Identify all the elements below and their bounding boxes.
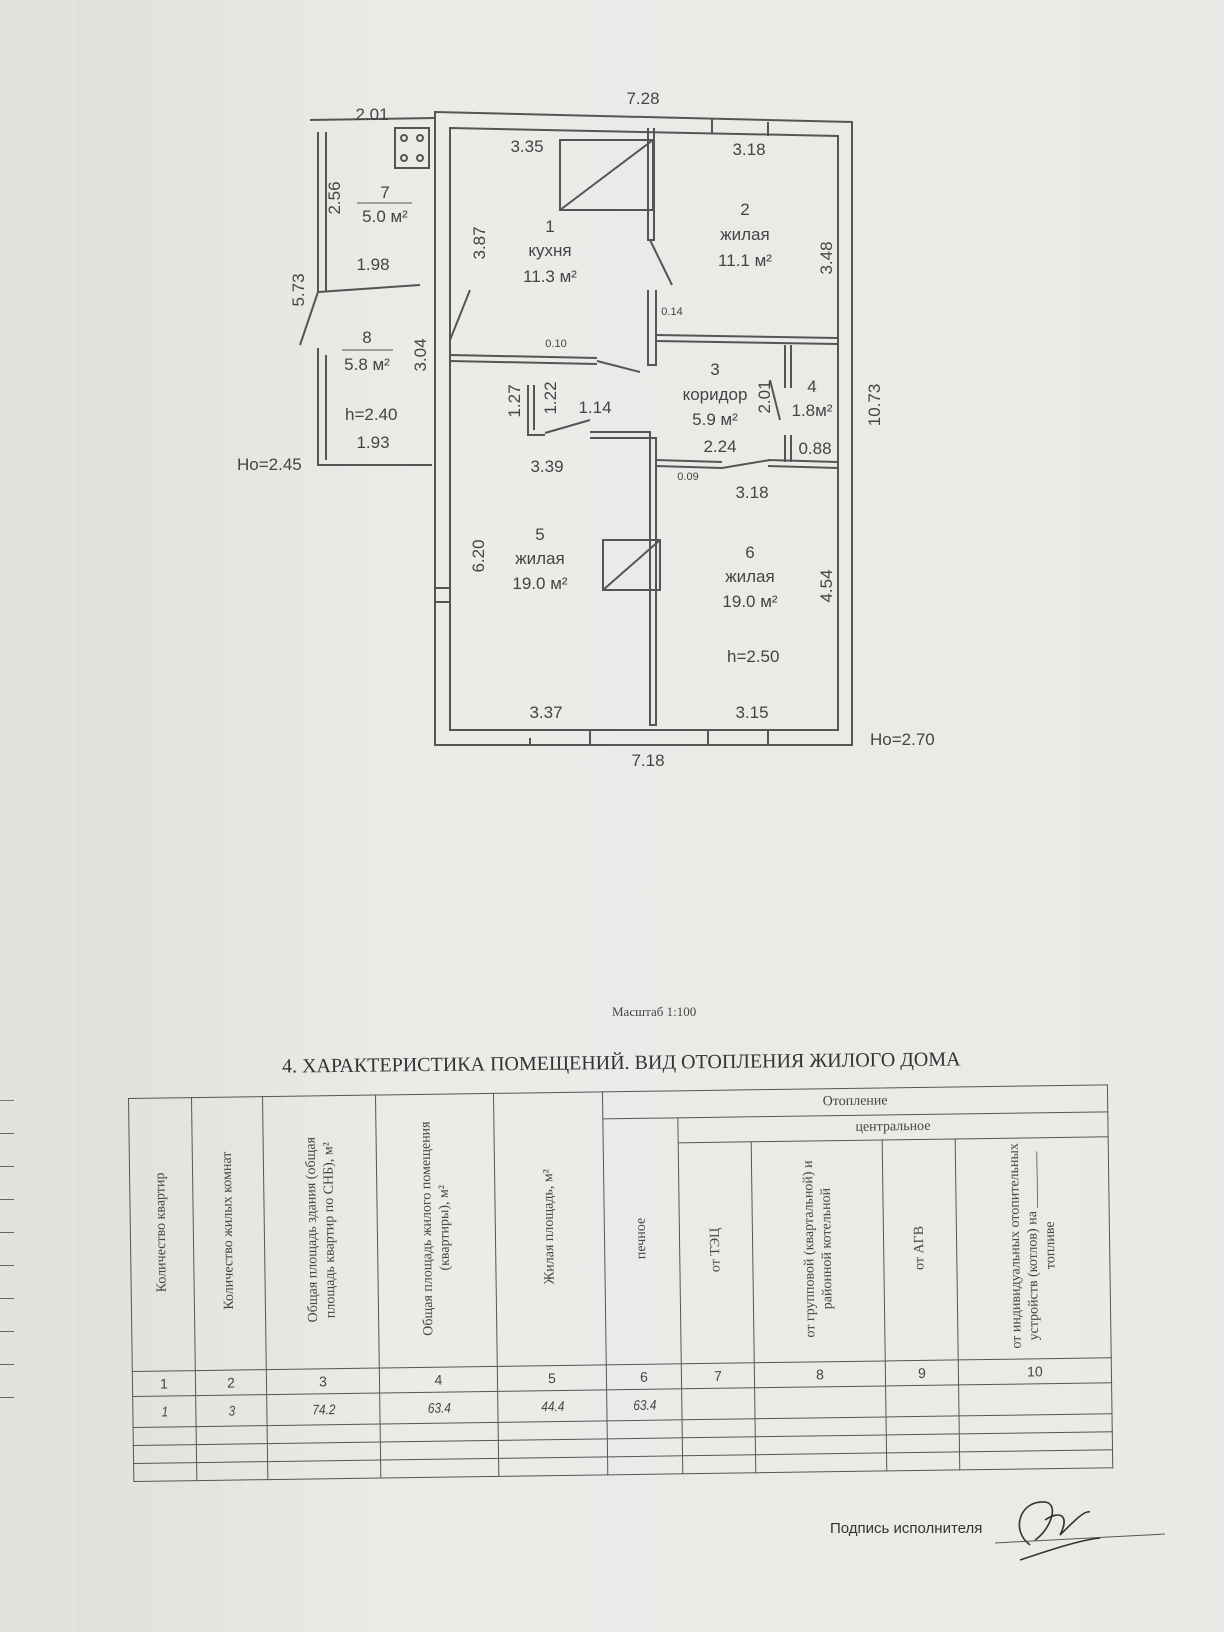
cell-total-area: 63.4: [388, 1391, 490, 1424]
dim: 0.14: [661, 306, 682, 318]
room-area: 11.1 м²: [718, 251, 772, 270]
col-number: 9: [885, 1359, 959, 1386]
ceiling-height: h=2.50: [727, 647, 779, 666]
dim: 0.10: [545, 338, 566, 350]
col-number: 7: [681, 1362, 755, 1389]
ceiling-height: h=2.40: [345, 405, 397, 424]
room-name: коридор: [683, 385, 748, 404]
dim: 3.48: [817, 241, 836, 274]
dim: 1.98: [356, 255, 389, 274]
adjacent-page-edge: [0, 1100, 14, 1431]
signature-label: Подпись исполнителя: [830, 1520, 983, 1537]
dim: 3.39: [530, 457, 563, 476]
walls: [299, 110, 853, 746]
cell-stove: 63.4: [612, 1388, 677, 1421]
room-area: 19.0 м²: [512, 574, 567, 593]
col-number: 8: [754, 1360, 886, 1388]
header-cell: Общая площадь жилого помещения (квартиры…: [418, 1121, 453, 1336]
cell-rooms: 3: [200, 1394, 262, 1427]
col-number: 4: [379, 1366, 498, 1394]
room-area: 5.0 м²: [362, 207, 408, 226]
dim: 1.22: [541, 381, 560, 414]
dim: 3.37: [529, 703, 562, 722]
col-number: 6: [606, 1363, 682, 1390]
dim: 4.54: [817, 569, 836, 602]
scale-label: Масштаб 1:100: [612, 1004, 697, 1019]
dim: 3.18: [732, 140, 765, 159]
dim: 10.73: [865, 384, 884, 427]
dim: 3.04: [411, 338, 430, 371]
cell-building-area: 74.2: [275, 1393, 372, 1426]
dim: 0.88: [798, 439, 831, 458]
cell-agv: [891, 1385, 954, 1417]
col-number: 10: [958, 1357, 1112, 1385]
dim: 3.18: [735, 483, 768, 502]
room-number: 5: [535, 525, 544, 544]
header-cell: от индивидуальных отопительных устройств…: [1006, 1143, 1059, 1349]
dim: 2.24: [703, 437, 736, 456]
cell-individual: [970, 1382, 1101, 1416]
dim: 5.73: [289, 273, 308, 306]
signature-image: [1018, 1501, 1101, 1561]
stove-icon: [602, 539, 661, 591]
room-area: 5.8 м²: [344, 355, 390, 374]
dim: 6.20: [469, 539, 488, 572]
dim: 1.14: [578, 398, 611, 417]
room-number: 4: [807, 377, 816, 396]
cell-apartments: 1: [137, 1395, 192, 1428]
dim: 7.18: [631, 751, 664, 770]
room-number: 3: [710, 360, 719, 379]
dim: 2.56: [325, 181, 344, 214]
dim: 7.28: [626, 89, 659, 108]
dim: 3.35: [510, 137, 543, 156]
room-number: 8: [362, 328, 371, 347]
room-area: 19.0 м²: [722, 592, 777, 611]
dim: 2.01: [755, 380, 774, 413]
height-mark: Ho=2.45: [237, 455, 302, 474]
dim: 1.27: [505, 384, 524, 417]
header-cell: Количество жилых комнат: [220, 1151, 238, 1311]
col-number: 1: [132, 1370, 196, 1397]
appliance-icon: [394, 127, 430, 169]
header-cell: Общая площадь здания (общая площадь квар…: [303, 1137, 339, 1323]
dim: 2.01: [355, 105, 388, 124]
floor-plan: 1 кухня 11.3 м² 2 жилая 11.1 м² 3 коридо…: [237, 89, 935, 770]
room-name: кухня: [528, 241, 571, 260]
cell-living-area: 44.4: [505, 1389, 599, 1423]
header-cell: от ТЭЦ: [708, 1228, 724, 1273]
header-cell: от АГВ: [912, 1225, 928, 1270]
room-number: 1: [545, 217, 554, 236]
room-area: 1.8м²: [792, 401, 833, 420]
room-number: 2: [740, 200, 749, 219]
header-cell: печное: [633, 1218, 650, 1260]
room-number: 7: [380, 183, 389, 202]
dim: 0.09: [677, 471, 698, 483]
dim: 1.93: [356, 433, 389, 452]
height-mark: Ho=2.70: [870, 730, 935, 749]
col-number: 3: [266, 1368, 380, 1395]
header-cell: Количество квартир: [153, 1172, 170, 1293]
header-cell: Жилая площадь, м²: [541, 1168, 558, 1285]
cell-tec: [687, 1387, 750, 1420]
dimensions: 7.28 7.18 2.01 3.35 3.18 1.98 1.93 1.14 …: [289, 89, 884, 770]
room-area: 11.3 м²: [523, 267, 577, 286]
cell-boiler: [764, 1386, 877, 1419]
room-name: жилая: [515, 549, 564, 568]
col-number: 5: [497, 1364, 607, 1392]
dim: 3.15: [735, 703, 768, 722]
header-cell: от групповой (квартальной) и районной ко…: [800, 1160, 836, 1338]
characteristics-table: Количество квартир Количество жилых комн…: [128, 1084, 1113, 1482]
room-number: 6: [745, 543, 754, 562]
col-number: 2: [195, 1369, 267, 1396]
document-page: [75, 0, 1224, 1632]
room-area: 5.9 м²: [692, 410, 738, 429]
room-name: жилая: [720, 225, 769, 244]
dim: 3.87: [470, 226, 489, 259]
room-name: жилая: [725, 567, 774, 586]
